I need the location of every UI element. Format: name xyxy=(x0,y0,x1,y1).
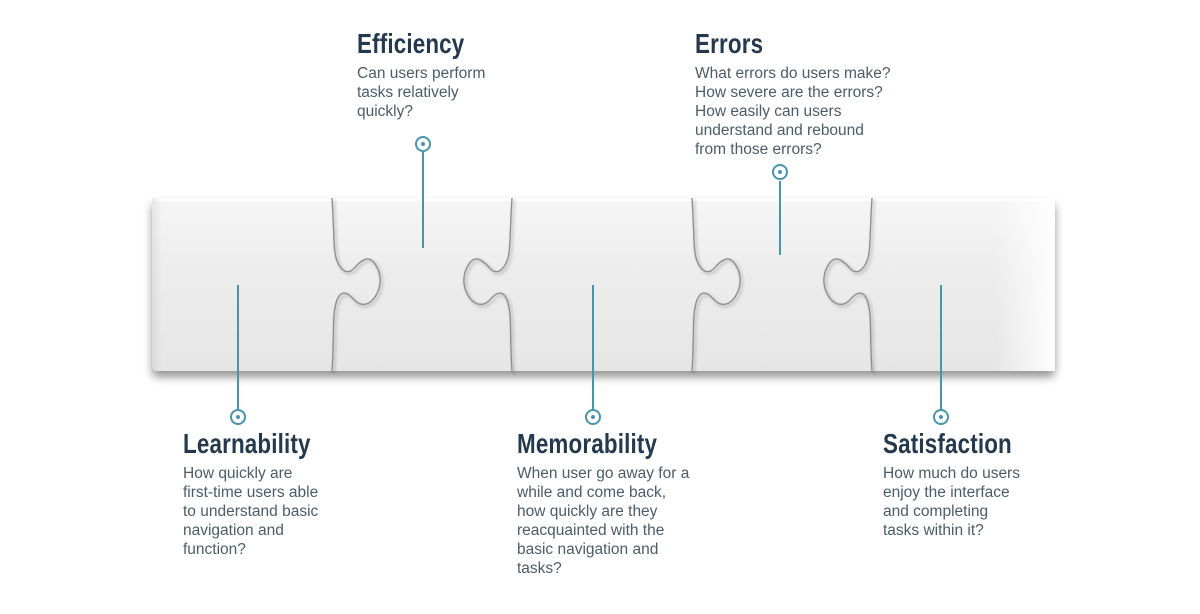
callout-satisfaction: Satisfaction How much do users enjoy the… xyxy=(883,427,1044,540)
connector-marker-learnability xyxy=(230,409,246,425)
puzzle-seam xyxy=(331,197,381,372)
puzzle-piece-satisfaction xyxy=(872,198,1055,371)
connector-marker-efficiency xyxy=(415,136,431,152)
callout-description: What errors do users make? How severe ar… xyxy=(695,65,891,158)
callout-learnability: Learnability How quickly are first-time … xyxy=(183,427,343,559)
connector-marker-dot xyxy=(939,415,943,419)
puzzle-piece-errors xyxy=(692,198,872,371)
callout-description: Can users perform tasks relatively quick… xyxy=(357,65,486,120)
callout-description: When user go away for a while and come b… xyxy=(517,465,690,577)
connector-line-errors xyxy=(779,181,781,255)
puzzle-strip-body xyxy=(152,198,1055,371)
callout-title: Memorability xyxy=(517,428,658,459)
puzzle-strip-left-bevel xyxy=(152,198,162,371)
callout-description: How much do users enjoy the interface an… xyxy=(883,465,1020,539)
connector-marker-dot xyxy=(591,415,595,419)
callout-title: Efficiency xyxy=(357,28,465,59)
connector-marker-errors xyxy=(772,164,788,180)
connector-line-learnability xyxy=(237,285,239,409)
callout-description: How quickly are first-time users able to… xyxy=(183,465,319,558)
callout-memorability: Memorability When user go away for a whi… xyxy=(517,427,692,578)
connector-marker-dot xyxy=(778,170,782,174)
puzzle-seam xyxy=(463,197,513,372)
puzzle-piece-learnability xyxy=(152,198,332,371)
puzzle-strip-top-highlight xyxy=(154,198,1053,201)
puzzle-seam xyxy=(691,197,741,372)
puzzle-strip-right-glow xyxy=(995,198,1055,371)
connector-line-memorability xyxy=(592,285,594,409)
callout-title: Satisfaction xyxy=(883,428,1012,459)
connector-line-satisfaction xyxy=(940,285,942,409)
connector-marker-dot xyxy=(236,415,240,419)
callout-title: Errors xyxy=(695,28,764,59)
puzzle-piece-memorability xyxy=(512,198,692,371)
connector-marker-dot xyxy=(421,142,425,146)
puzzle-seam xyxy=(823,197,873,372)
connector-marker-satisfaction xyxy=(933,409,949,425)
connector-marker-memorability xyxy=(585,409,601,425)
callout-efficiency: Efficiency Can users perform tasks relat… xyxy=(357,27,491,121)
callout-errors: Errors What errors do users make? How se… xyxy=(695,27,891,159)
connector-line-efficiency xyxy=(422,152,424,248)
callout-title: Learnability xyxy=(183,428,311,459)
